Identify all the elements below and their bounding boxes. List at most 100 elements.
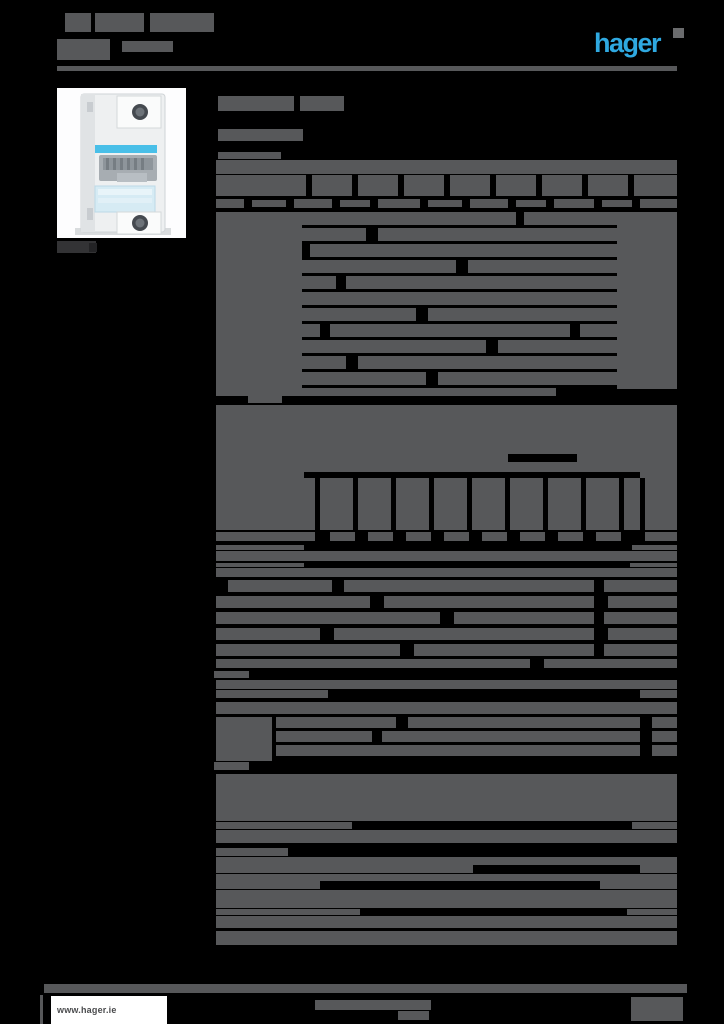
redacted-text-block <box>216 848 288 856</box>
redacted-text-block <box>652 717 677 728</box>
redacted-text-block <box>216 324 320 337</box>
redacted-text-block <box>276 717 396 728</box>
redacted-text-block <box>588 175 628 196</box>
redacted-text-block <box>630 563 677 567</box>
redacted-text-block <box>414 644 594 656</box>
redacted-text-block <box>216 702 677 714</box>
redacted-text-block <box>216 865 473 873</box>
redacted-text-block <box>346 276 677 289</box>
redacted-text-block <box>428 200 462 207</box>
redacted-text-block <box>216 644 400 656</box>
redacted-text-block <box>640 472 677 478</box>
redacted-text-block <box>524 212 677 225</box>
redacted-text-block <box>496 175 536 196</box>
footer-website-box: www.hager.ie <box>51 996 167 1024</box>
redacted-text-block <box>608 628 677 640</box>
redacted-text-block <box>216 881 320 889</box>
redacted-text-block <box>216 405 677 454</box>
redacted-text-block <box>652 745 677 756</box>
redacted-text-block <box>216 244 300 257</box>
redacted-text-block <box>248 394 282 403</box>
redacted-text-block <box>542 175 582 196</box>
redacted-text-block <box>216 372 426 385</box>
redacted-text-block <box>216 545 304 550</box>
footer-website-link[interactable]: www.hager.ie <box>57 1005 117 1015</box>
redacted-text-block <box>428 308 677 321</box>
redacted-text-block <box>330 532 355 541</box>
redacted-text-block <box>310 244 677 257</box>
redacted-text-block <box>604 644 677 656</box>
redacted-text-block <box>368 532 393 541</box>
redacted-text-block <box>216 680 677 689</box>
redacted-text-block <box>434 478 467 530</box>
redacted-text-block <box>252 200 286 207</box>
redacted-text-block <box>216 175 306 196</box>
redacted-text-block <box>216 260 456 273</box>
redacted-text-block <box>216 212 516 225</box>
redacted-text-block <box>634 175 677 196</box>
redacted-text-block <box>544 659 677 668</box>
redacted-text-block <box>216 462 677 472</box>
redacted-text-block <box>216 308 416 321</box>
redacted-text-block <box>216 532 315 541</box>
redacted-text-block <box>673 28 684 38</box>
redacted-text-block <box>596 532 621 541</box>
redacted-text-block <box>216 478 315 530</box>
redacted-text-block <box>57 66 677 71</box>
redacted-text-block <box>516 200 546 207</box>
redacted-text-block <box>216 890 677 908</box>
redacted-text-block <box>548 478 581 530</box>
redacted-text-block <box>216 822 352 829</box>
redacted-text-block <box>602 200 632 207</box>
redacted-text-block <box>216 909 360 915</box>
redacted-text-block <box>44 984 687 993</box>
redacted-text-block <box>520 532 545 541</box>
redacted-text-block <box>558 532 583 541</box>
redacted-text-block <box>450 175 490 196</box>
redacted-text-block <box>89 243 97 252</box>
redacted-text-block <box>627 909 677 915</box>
redacted-text-block <box>384 596 594 608</box>
redacted-text-block <box>216 931 677 945</box>
redacted-text-block <box>358 356 677 369</box>
redacted-text-block <box>472 478 505 530</box>
redacted-text-block <box>300 96 344 111</box>
redacted-text-block <box>294 199 332 208</box>
redacted-text-block <box>216 551 677 561</box>
redacted-text-block <box>65 13 91 32</box>
redacted-text-block <box>498 340 677 353</box>
redacted-text-block <box>652 731 677 742</box>
redacted-text-block <box>510 478 543 530</box>
redacted-text-block <box>404 175 444 196</box>
redacted-text-block <box>216 612 440 624</box>
redacted-text-block <box>640 199 677 208</box>
redacted-text-block <box>57 39 110 60</box>
product-photo <box>57 88 186 238</box>
redacted-text-block <box>216 388 556 396</box>
redacted-text-block <box>216 830 677 843</box>
redacted-text-block <box>216 160 677 174</box>
redacted-text-block <box>315 1000 431 1010</box>
redacted-text-block <box>632 822 677 829</box>
redacted-text-block <box>95 13 144 32</box>
redacted-text-block <box>408 717 640 728</box>
redacted-text-block <box>216 228 366 241</box>
redacted-text-block <box>218 152 281 159</box>
redacted-text-block <box>216 276 336 289</box>
redacted-text-block <box>216 659 530 668</box>
redacted-text-block <box>645 478 677 530</box>
redacted-text-block <box>218 129 303 141</box>
redacted-text-block <box>282 292 677 305</box>
redacted-text-block <box>276 745 640 756</box>
redacted-text-block <box>334 628 594 640</box>
redacted-text-block <box>378 228 677 241</box>
redacted-text-block <box>216 774 677 821</box>
redacted-text-block <box>645 532 677 541</box>
redacted-text-block <box>358 175 398 196</box>
redacted-text-block <box>344 580 594 592</box>
redacted-text-block <box>470 199 508 208</box>
redacted-text-block <box>216 857 677 865</box>
redacted-text-block <box>454 612 594 624</box>
redacted-text-block <box>216 717 272 761</box>
redacted-text-block <box>580 324 677 337</box>
